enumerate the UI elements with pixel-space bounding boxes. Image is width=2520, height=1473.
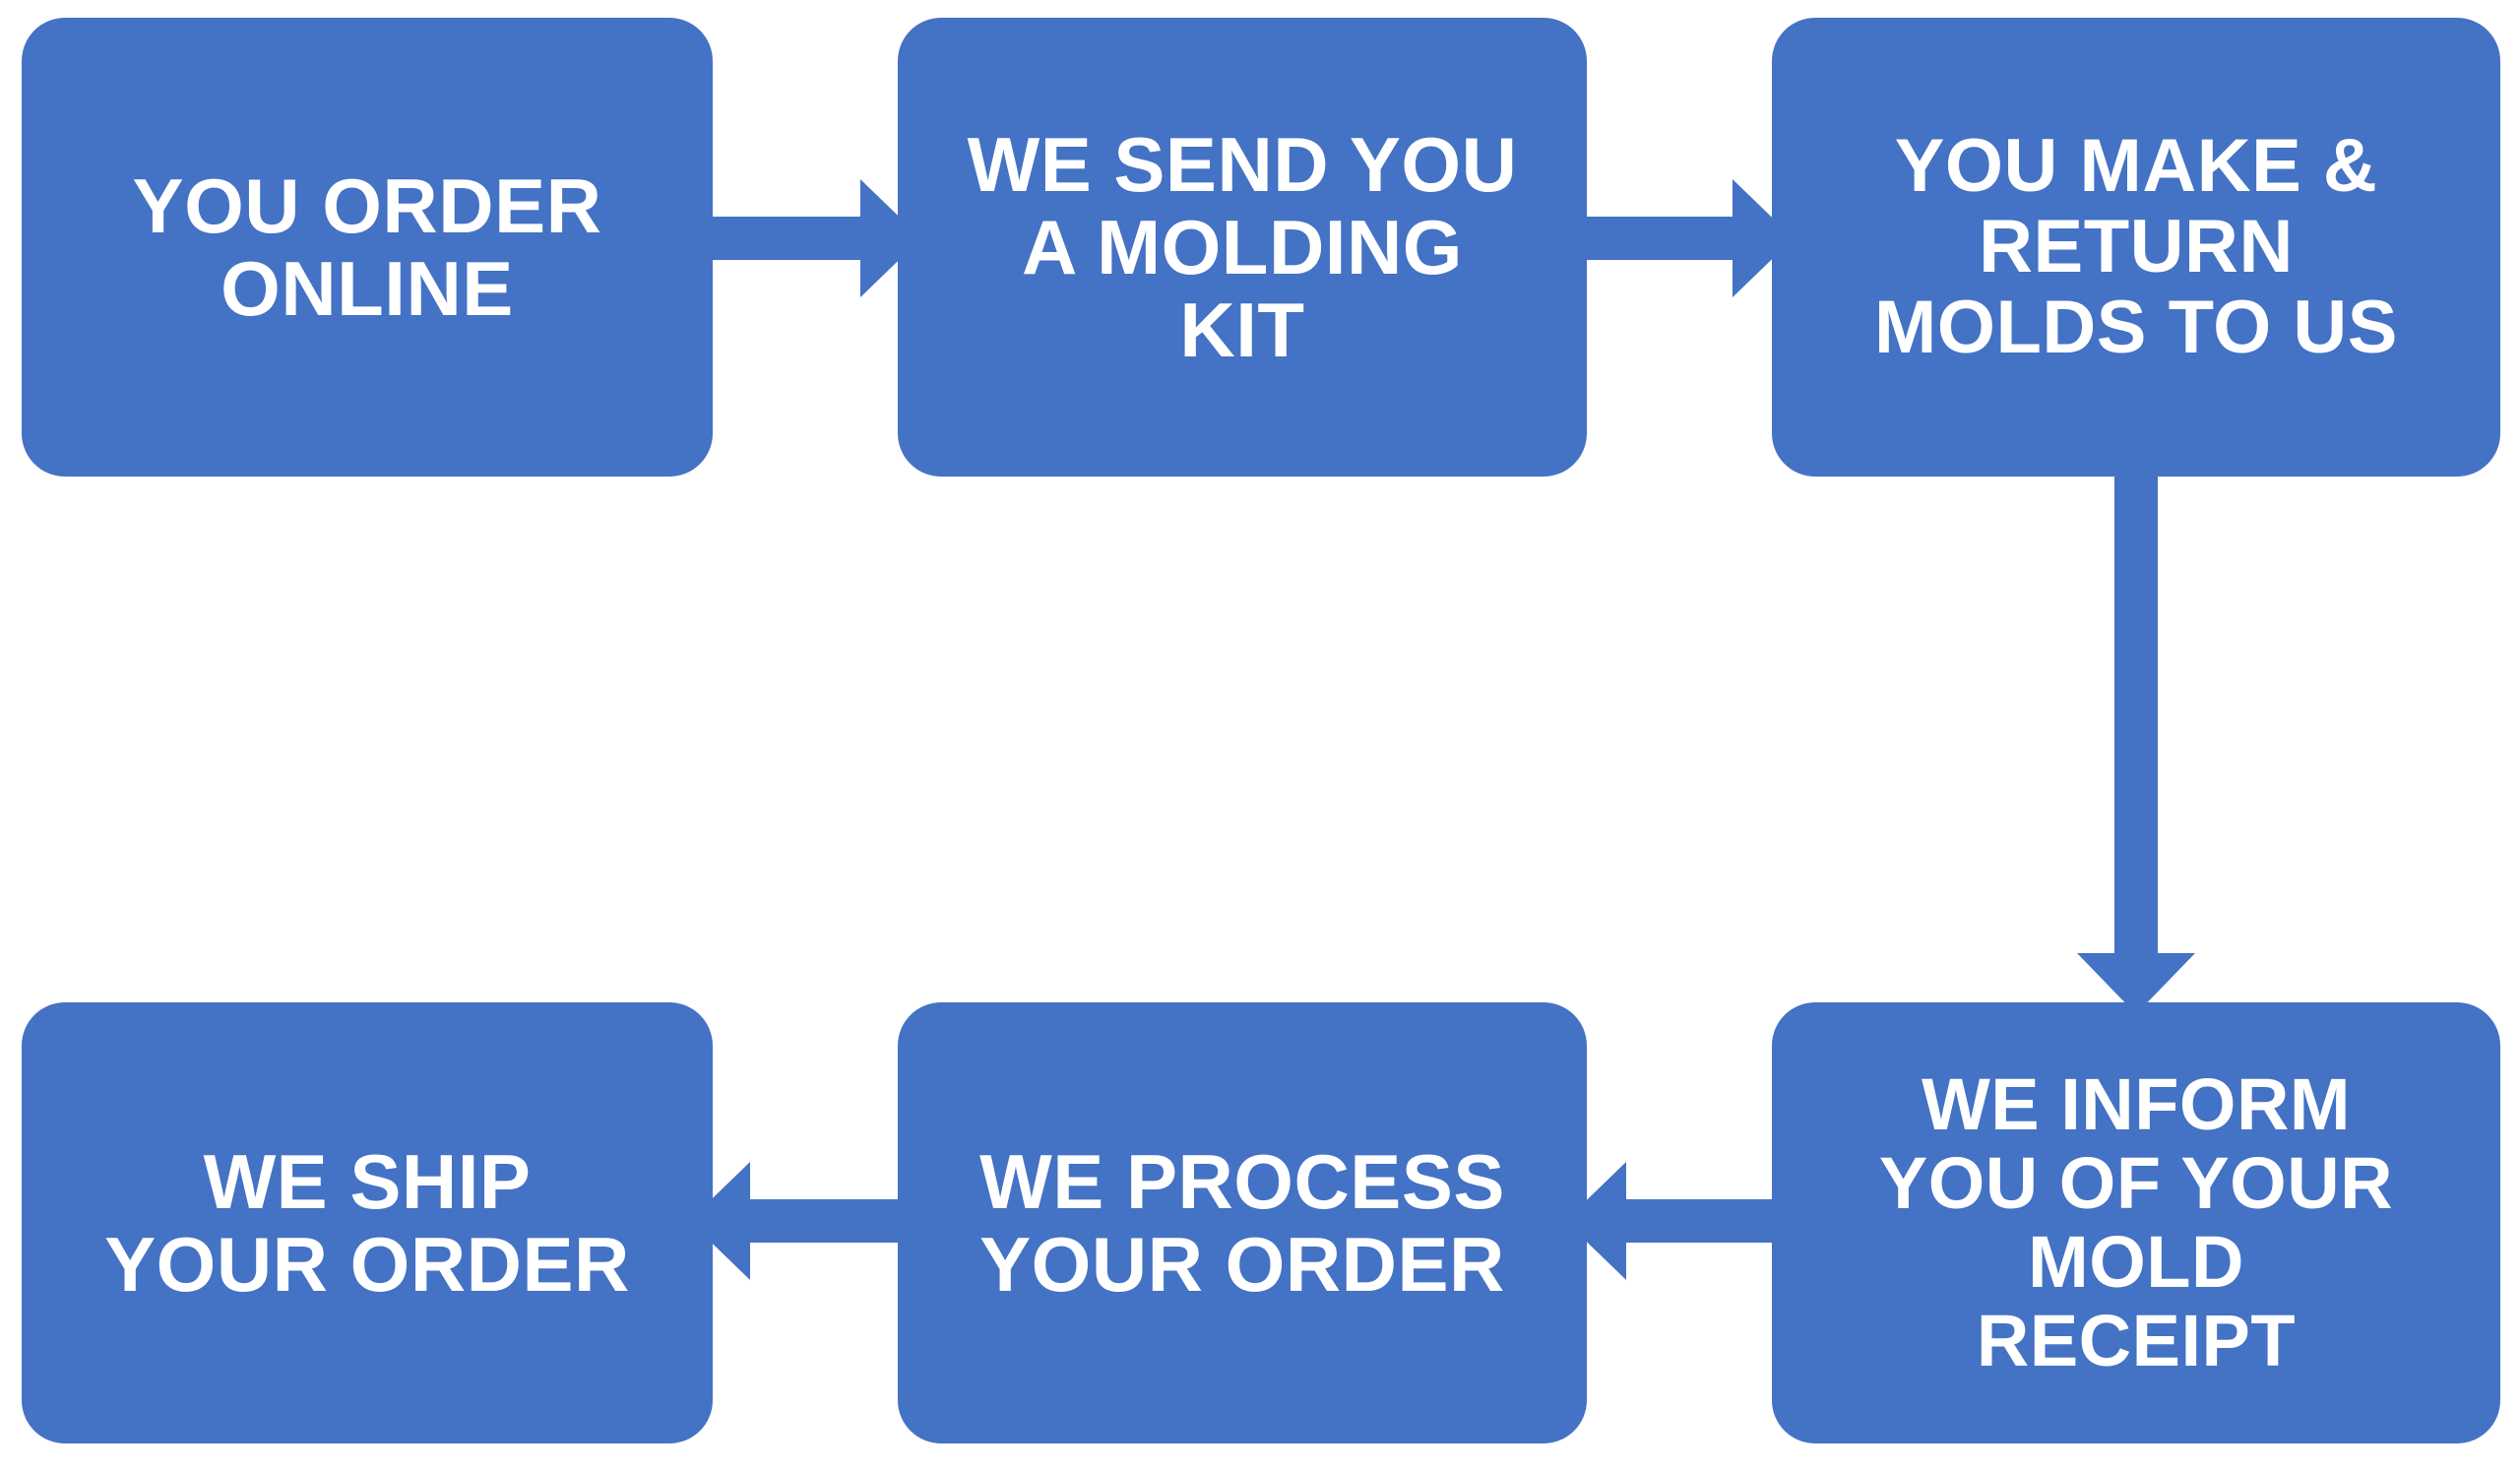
flow-node-label: WE PROCESS YOUR ORDER [979, 1137, 1505, 1308]
flow-node-you-order-online[interactable]: YOU ORDER ONLINE [22, 18, 713, 477]
flow-node-label: WE SHIP YOUR ORDER [104, 1137, 630, 1308]
flow-node-label: WE INFORM YOU OF YOUR MOLD RECEIPT [1878, 1063, 2394, 1381]
arrow-node3-to-node4 [2077, 463, 2195, 1014]
flow-node-you-make-return-molds[interactable]: YOU MAKE & RETURN MOLDS TO US [1772, 18, 2500, 477]
flow-node-label: YOU MAKE & RETURN MOLDS TO US [1874, 123, 2398, 370]
arrow-node1-to-node2 [689, 179, 921, 297]
arrow-node4-to-node5 [1565, 1162, 1794, 1280]
flow-node-we-send-molding-kit[interactable]: WE SEND YOU A MOLDING KIT [898, 18, 1587, 477]
flow-node-label: YOU ORDER ONLINE [132, 161, 602, 332]
arrow-shaft [2114, 463, 2158, 953]
flow-node-we-inform-mold-receipt[interactable]: WE INFORM YOU OF YOUR MOLD RECEIPT [1772, 1002, 2500, 1443]
flow-node-we-process-your-order[interactable]: WE PROCESS YOUR ORDER [898, 1002, 1587, 1443]
flow-node-we-ship-your-order[interactable]: WE SHIP YOUR ORDER [22, 1002, 713, 1443]
arrow-shaft [1626, 1199, 1794, 1243]
flow-node-label: WE SEND YOU A MOLDING KIT [967, 120, 1518, 374]
arrow-node5-to-node6 [689, 1162, 921, 1280]
arrow-shaft [750, 1199, 921, 1243]
arrow-shaft [1565, 217, 1732, 260]
arrow-node2-to-node3 [1565, 179, 1794, 297]
arrow-shaft [689, 217, 860, 260]
